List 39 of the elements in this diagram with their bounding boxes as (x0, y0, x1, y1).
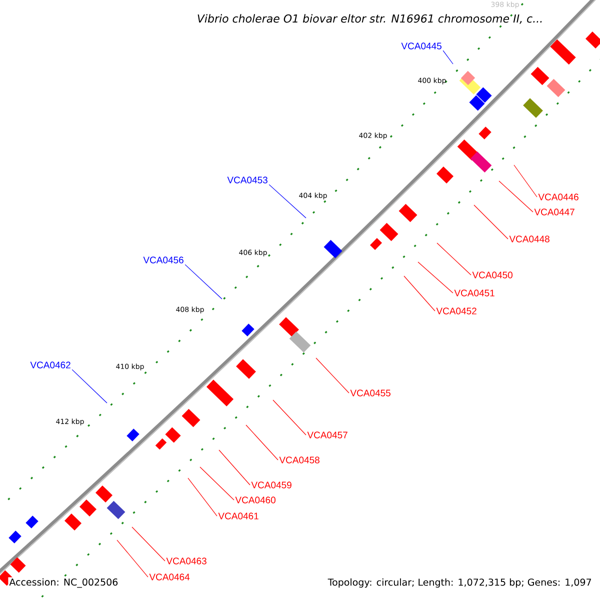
gene-label: VCA0452 (436, 308, 476, 314)
leader-line (498, 180, 534, 212)
gene-label: VCA0461 (218, 512, 258, 520)
gene-label: VCA0457 (307, 432, 348, 438)
leader-line (188, 478, 218, 516)
genome-summary-text: Topology: circular; Length: 1,072,315 bp; Genes: 1,097 (326, 577, 593, 589)
gene-label: VCA0462 (30, 362, 70, 368)
gene-label: VCA0446 (538, 194, 578, 200)
title: Vibrio cholerae O1 biovar eltor str. N16961 chromosome II, c... (198, 14, 542, 24)
leader-line (316, 358, 350, 394)
leader-line (268, 184, 306, 218)
leader-line (116, 540, 148, 578)
gene-label: VCA0463 (166, 558, 206, 564)
gene-label: VCA0453 (227, 176, 268, 184)
gene-label: VCA0451 (454, 290, 494, 296)
leader-line (246, 424, 278, 460)
leader-line (132, 526, 166, 562)
gene-label: VCA0455 (350, 390, 390, 396)
leader-line (474, 204, 508, 240)
leader-line (272, 400, 306, 436)
leader-line (218, 450, 250, 486)
leader-line (200, 466, 234, 500)
gene-label: VCA0447 (534, 208, 574, 216)
gene-label: VCA0448 (509, 236, 550, 242)
leader-line (404, 276, 436, 312)
leader-line (442, 50, 454, 64)
leader-line (72, 369, 108, 404)
gene-label: VCA0456 (143, 256, 184, 264)
leader-line (418, 262, 454, 294)
gene-label: VCA0459 (251, 482, 292, 488)
gene-label: VCA0458 (279, 456, 320, 464)
leader-line (436, 242, 472, 276)
gene-label: VCA0460 (235, 496, 276, 504)
leader-line (184, 264, 222, 300)
gene-label: VCA0445 (401, 42, 442, 50)
gene-label: VCA0464 (149, 574, 190, 580)
gene-label: VCA0450 (472, 272, 512, 278)
accession-text: Accession: NC_002506 (8, 577, 120, 589)
leader-line (514, 164, 538, 198)
